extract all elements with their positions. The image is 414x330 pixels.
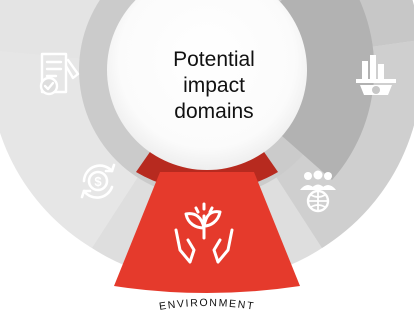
environment-arc-label: ENVIRONMENT	[158, 297, 255, 313]
coin-cycle-icon: $	[80, 163, 116, 199]
svg-text:$: $	[94, 174, 102, 189]
center-circle	[107, 0, 307, 170]
people-globe-icon	[300, 170, 336, 213]
segment-environment-highlight[interactable]	[114, 172, 300, 293]
center-line-3: domains	[174, 100, 253, 123]
center-line-1: Potential	[173, 48, 255, 71]
environment-label: ENVIRONMENT	[158, 297, 254, 313]
center-line-2: impact	[183, 74, 245, 97]
city-gear-icon	[356, 55, 396, 95]
document-checkmark-icon	[39, 52, 80, 96]
hands-holding-plant-icon	[174, 202, 234, 264]
